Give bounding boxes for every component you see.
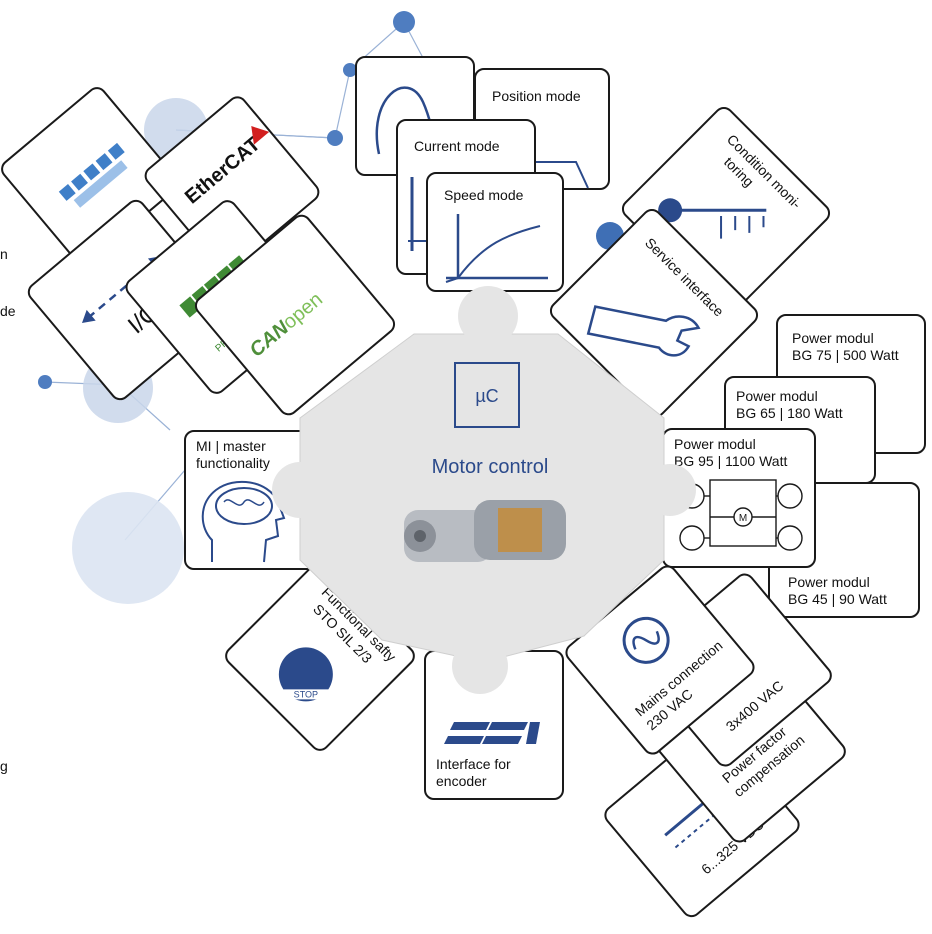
network-node bbox=[327, 130, 343, 146]
microcontroller-box: µC bbox=[454, 362, 520, 428]
network-node bbox=[38, 375, 52, 389]
current-mode-label: Current mode bbox=[414, 138, 500, 154]
microcontroller-label: µC bbox=[475, 386, 499, 406]
edge-text-de: de bbox=[0, 303, 16, 319]
ssi-logo-icon bbox=[444, 722, 540, 744]
power-bg95-label: Power modul BG 95 | 1100 Watt bbox=[674, 436, 788, 469]
motor-symbol-label: M bbox=[739, 513, 747, 524]
position-mode-label: Position mode bbox=[492, 88, 581, 104]
network-node bbox=[343, 63, 357, 77]
edge-text-n: n bbox=[0, 246, 8, 262]
ac-sine-icon bbox=[622, 616, 670, 664]
power-bg75-label: Power modul BG 75 | 500 Watt bbox=[792, 330, 899, 363]
bubble-large-left bbox=[72, 492, 184, 604]
position-curve-icon bbox=[534, 161, 589, 189]
mains-connection-card: Mains connection 230 VAC bbox=[561, 561, 759, 759]
speed-mode-card: Speed mode bbox=[426, 172, 564, 292]
fieldbus-logo-icon bbox=[58, 142, 128, 208]
network-node bbox=[393, 11, 415, 33]
wrench-icon bbox=[586, 305, 701, 357]
encoder-label: Interface for encoder bbox=[436, 756, 511, 789]
fieldbus-logo-card bbox=[0, 83, 183, 269]
master-functionality-label: MI | master functionality bbox=[196, 438, 270, 471]
edge-text-g: g bbox=[0, 758, 8, 774]
power-bg45-label: Power modul BG 45 | 90 Watt bbox=[788, 574, 887, 607]
motor-control-title: Motor control bbox=[431, 456, 549, 478]
encoder-interface-card: Interface for encoder bbox=[424, 650, 564, 800]
service-interface-card: Service interface bbox=[545, 204, 763, 422]
speed-mode-label: Speed mode bbox=[444, 187, 524, 203]
speed-mode-icon bbox=[445, 214, 548, 283]
power-bg65-label: Power modul BG 65 | 180 Watt bbox=[736, 388, 843, 421]
